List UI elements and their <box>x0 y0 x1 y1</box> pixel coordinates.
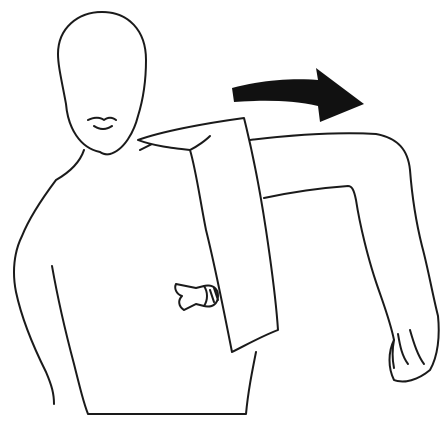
motion-arrow-icon <box>232 68 364 122</box>
hand-fingers <box>393 330 425 368</box>
towel <box>138 118 278 352</box>
head <box>58 12 146 154</box>
raised-arm <box>250 133 439 381</box>
mouth <box>88 118 116 129</box>
clamp <box>175 284 218 310</box>
